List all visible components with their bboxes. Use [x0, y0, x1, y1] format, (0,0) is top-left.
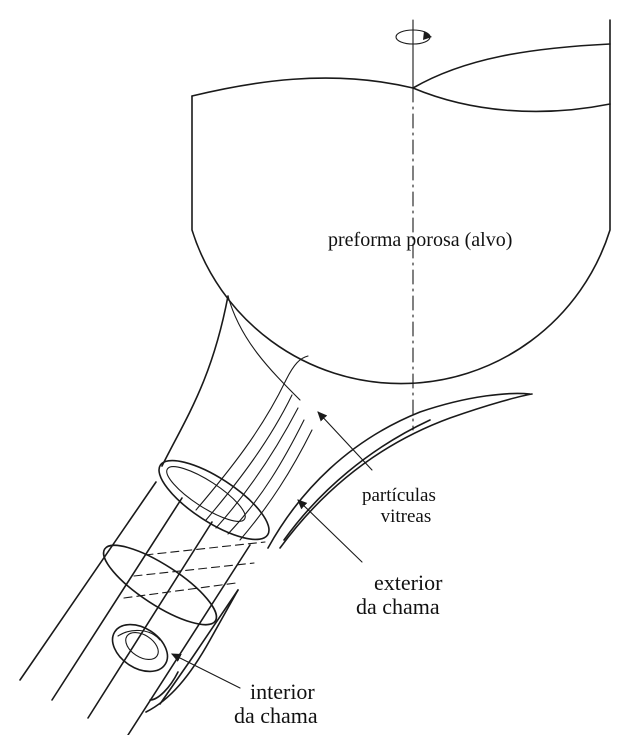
burner-nozzle — [20, 296, 530, 735]
porous-preform — [192, 20, 610, 384]
label-outer-flame-line2: da chama — [356, 595, 442, 619]
rotation-arrow-icon — [396, 30, 432, 44]
label-outer-flame-line1: exterior — [356, 571, 442, 595]
label-particles-line1: partículas — [362, 486, 436, 507]
flame-stream — [196, 356, 312, 540]
label-particles: partículas vitreas — [362, 486, 436, 528]
pointer-arrow-icon — [298, 500, 362, 562]
inner-port — [104, 615, 176, 681]
label-preform: preforma porosa (alvo) — [328, 229, 512, 251]
label-inner-flame-line2: da chama — [234, 704, 318, 728]
label-inner-flame-line1: interior — [234, 680, 318, 704]
label-inner-flame: interior da chama — [234, 680, 318, 728]
nozzle-collar — [94, 447, 280, 638]
label-outer-flame: exterior da chama — [356, 571, 442, 619]
label-particles-line2: vitreas — [362, 507, 436, 528]
